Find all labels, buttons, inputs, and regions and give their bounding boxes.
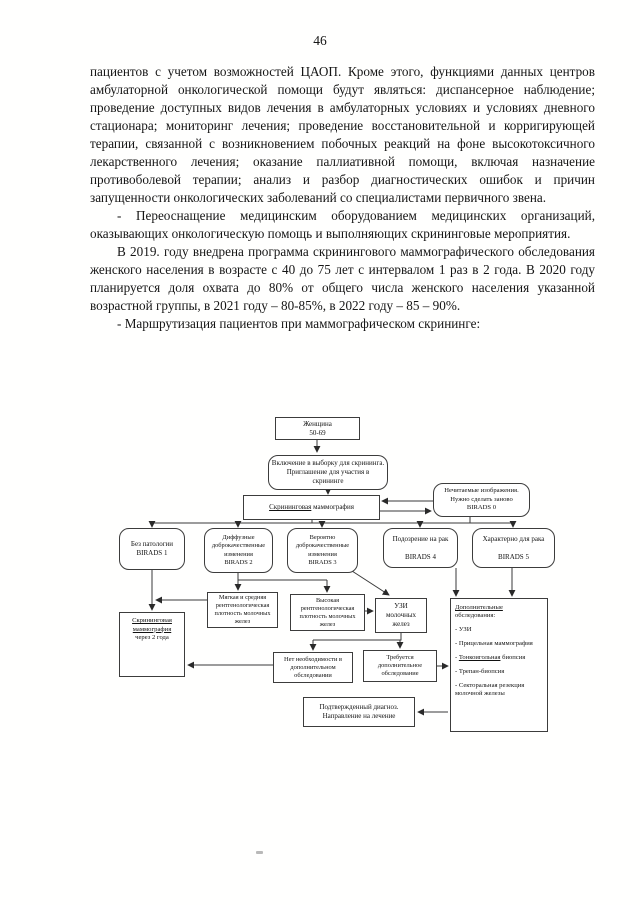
- additional-examinations-title: Дополнительные обследования:: [455, 604, 503, 619]
- paragraph-caop-functions: пациентов с учетом возможностей ЦАОП. Кр…: [90, 64, 595, 205]
- additional-item-targeted-mammography: - Прицельная маммография: [455, 640, 533, 647]
- additional-item-fine-needle-biopsy: - Тонкоигольная биопсия: [455, 654, 526, 661]
- paragraph-screening-program: В 2019. году внедрена программа скрининг…: [90, 244, 595, 313]
- node-woman: Женщина 50-69: [275, 417, 360, 440]
- additional-item-trepan-biopsy: - Трепан-биопсия: [455, 668, 505, 675]
- additional-item-sector-resection: - Секторальная резекция молочной железы: [455, 682, 525, 697]
- node-additional-examination-required: Требуется дополнительное обследование: [363, 650, 437, 682]
- node-additional-examinations-list: Дополнительные обследования: - УЗИ - При…: [450, 598, 548, 732]
- paragraph-reequipment: - Переоснащение медицинским оборудование…: [90, 208, 595, 241]
- node-birads4: Подозрение на рак BIRADS 4: [383, 528, 458, 568]
- node-birads0-unreadable: Нечитаемые изображения. Нужно сделать за…: [433, 483, 530, 517]
- additional-item-ultrasound: - УЗИ: [455, 626, 472, 633]
- node-inclusion-invitation: Включение в выборку для скрининга. Пригл…: [268, 455, 388, 490]
- screening-mammography-label: Скрининговая маммография: [269, 503, 354, 511]
- repeat-mammography-label: Скрининговая маммография через 2 года: [132, 617, 172, 641]
- node-high-density: Высокая рентгенологическая плотность мол…: [290, 594, 365, 631]
- node-repeat-mammography-2years: Скрининговая маммография через 2 года: [119, 612, 185, 677]
- node-confirmed-diagnosis: Подтвержденный диагноз. Направление на л…: [303, 697, 415, 727]
- node-birads2: Диффузные доброкачественные изменения BI…: [204, 528, 273, 573]
- node-screening-mammography: Скрининговая маммография: [243, 495, 380, 520]
- node-birads5: Характерно для рака BIRADS 5: [472, 528, 555, 568]
- node-birads1: Без патологии BIRADS 1: [119, 528, 185, 570]
- body-text: пациентов с учетом возможностей ЦАОП. Кр…: [90, 63, 595, 333]
- scan-artifact: [256, 851, 263, 854]
- page-number: 46: [313, 33, 327, 48]
- node-no-additional-examination: Нет необходимости в дополнительном обсле…: [273, 652, 353, 683]
- node-soft-medium-density: Мягкая и средняя рентгенологическая плот…: [207, 592, 278, 628]
- node-birads3: Вероятно доброкачественные изменения BIR…: [287, 528, 358, 573]
- paragraph-routing-caption: - Маршрутизация пациентов при маммографи…: [117, 316, 481, 331]
- node-ultrasound: УЗИ молочных желез: [375, 598, 427, 633]
